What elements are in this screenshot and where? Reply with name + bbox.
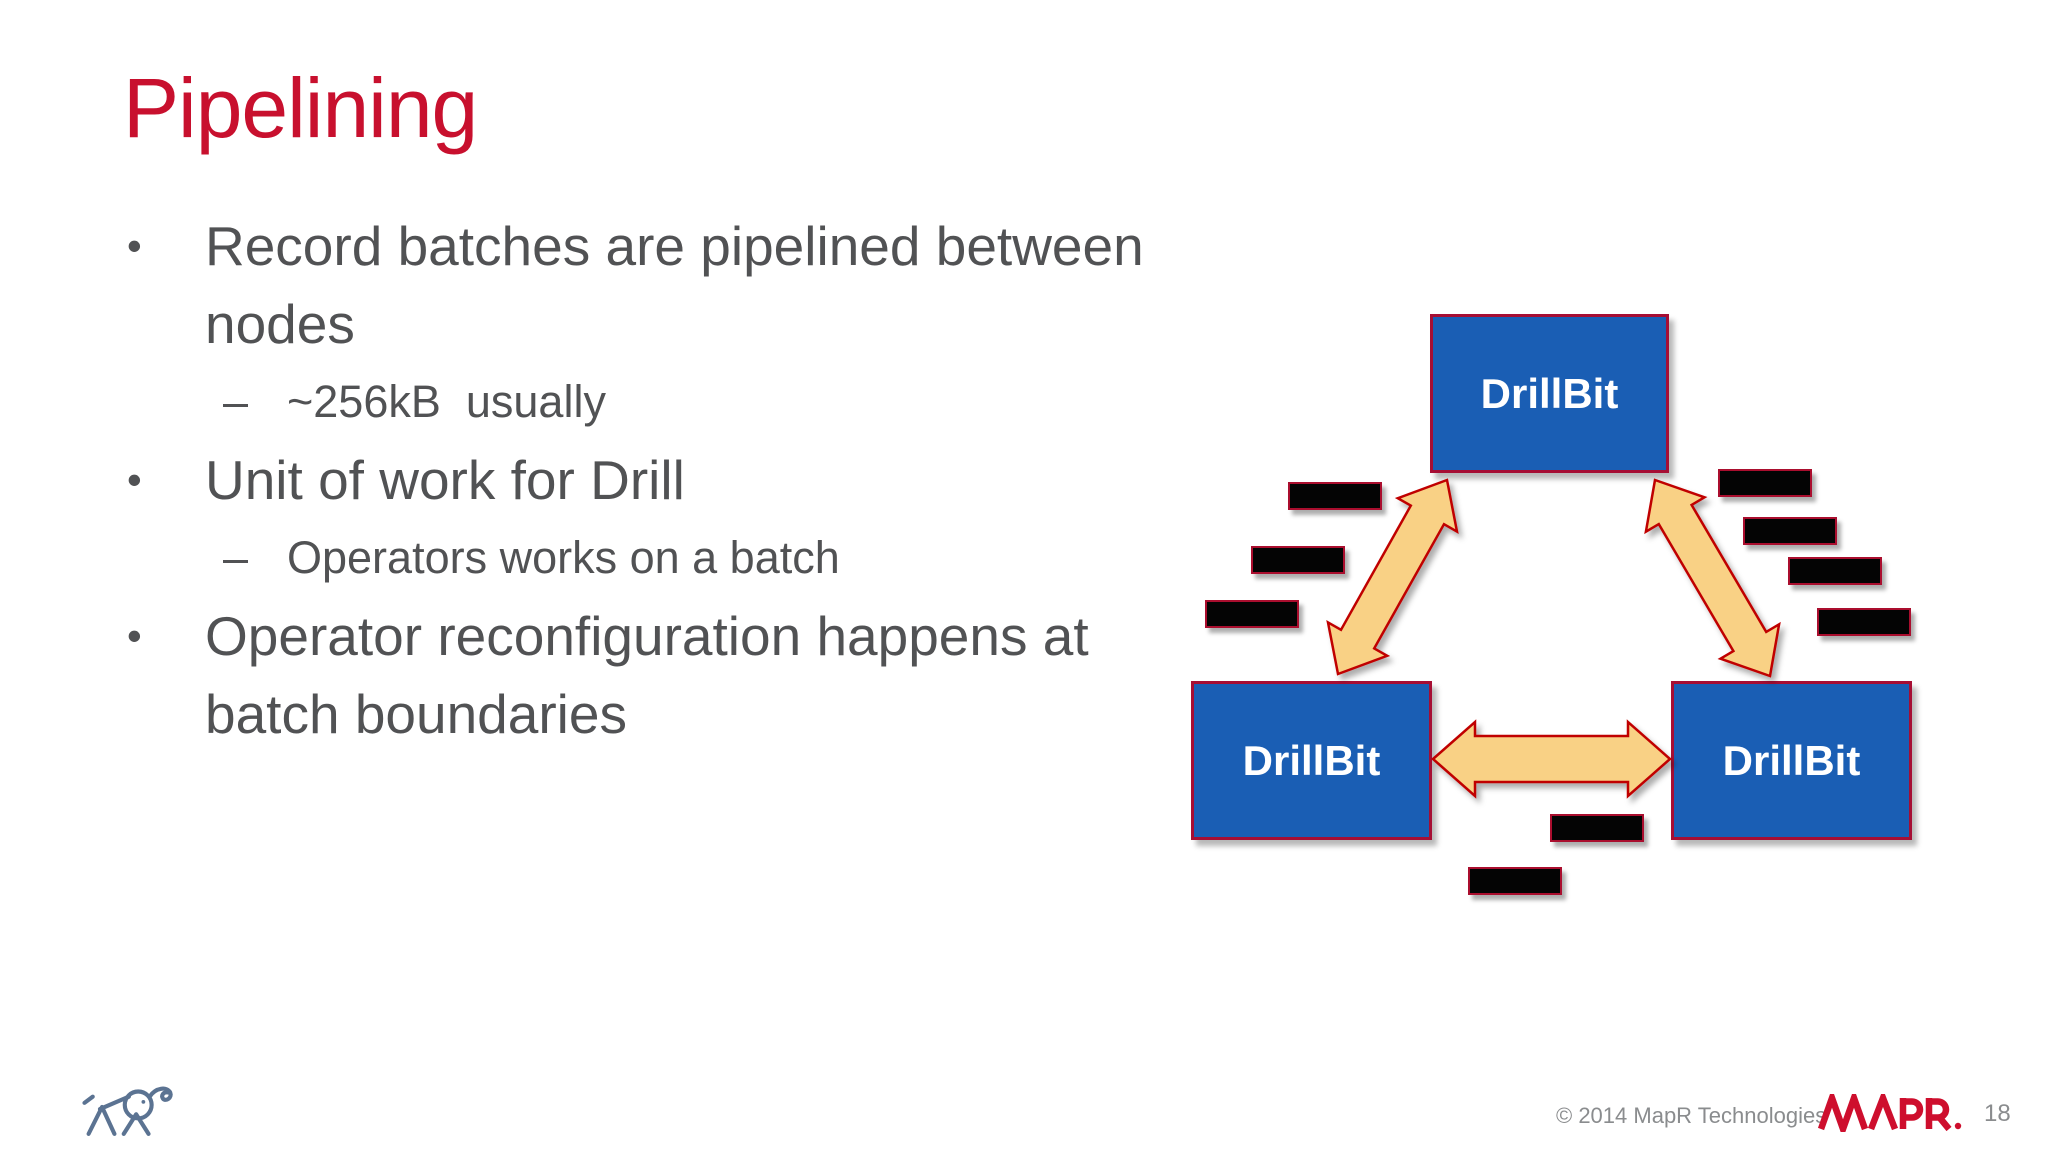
bullet-text: Operators works on a batch	[287, 532, 840, 583]
bullet-item: • Unit of work for Drill	[127, 441, 1247, 519]
drillbit-label: DrillBit	[1242, 736, 1381, 784]
bullet-dot: •	[127, 222, 142, 269]
record-batch	[1743, 517, 1837, 545]
bullet-text: Record batches are pipelined between nod…	[205, 215, 1159, 355]
double-arrow-bottom-horizontal	[1431, 719, 1672, 799]
bullet-text: ~256kB usually	[287, 376, 606, 427]
mapr-letter-m	[1818, 1094, 1869, 1132]
sub-bullet-item: – ~256kB usually	[127, 363, 1247, 441]
mapr-letter-a	[1867, 1094, 1899, 1131]
slide-title: Pipelining	[123, 61, 478, 155]
bullet-text: Operator reconfiguration happens at batc…	[205, 605, 1104, 745]
copyright-text: © 2014 MapR Technologies	[1556, 1103, 1827, 1128]
mapr-letter-p	[1899, 1098, 1924, 1129]
elephant-logo-icon	[82, 1086, 173, 1136]
bullet-text: Unit of work for Drill	[205, 449, 685, 511]
record-batch	[1205, 600, 1299, 628]
mapr-period	[1954, 1122, 1962, 1130]
sub-bullet-item: – Operators works on a batch	[127, 519, 1247, 597]
elephant-rear-legs	[86, 1104, 117, 1136]
page-number: 18	[1984, 1100, 2011, 1127]
bullet-dot: •	[127, 612, 142, 659]
drillbit-node-bottom-left: DrillBit	[1191, 681, 1432, 840]
elephant-eye	[141, 1099, 146, 1104]
bullet-dot: •	[127, 456, 142, 503]
drillbit-label: DrillBit	[1480, 369, 1619, 417]
record-batch	[1468, 867, 1562, 895]
mapr-logo	[1818, 1094, 1962, 1132]
record-batch	[1718, 469, 1812, 497]
drillbit-label: DrillBit	[1722, 736, 1861, 784]
bullet-item: • Record batches are pipelined between n…	[127, 207, 1247, 363]
bullet-dash: –	[223, 532, 249, 583]
bullet-item: • Operator reconfiguration happens at ba…	[127, 597, 1247, 753]
bullet-list: • Record batches are pipelined between n…	[127, 207, 1247, 753]
record-batch	[1251, 546, 1345, 574]
record-batch	[1788, 557, 1882, 585]
record-batch	[1550, 814, 1644, 842]
elephant-tail	[82, 1094, 95, 1105]
bullet-dash: –	[223, 376, 249, 427]
record-batch	[1288, 482, 1382, 510]
elephant-front-legs	[121, 1112, 151, 1136]
record-batch	[1817, 608, 1911, 636]
elephant-trunk	[147, 1086, 173, 1102]
double-arrow-top-to-bottom-right	[1644, 478, 1781, 678]
mapr-letter-r	[1925, 1098, 1952, 1132]
drillbit-node-bottom-right: DrillBit	[1671, 681, 1912, 840]
drillbit-node-top: DrillBit	[1430, 314, 1669, 473]
